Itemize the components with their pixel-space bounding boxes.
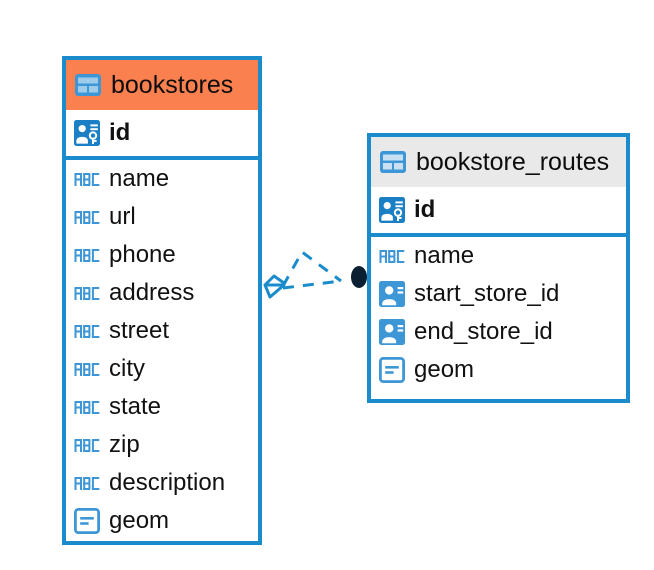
abc-text-icon [74, 286, 100, 300]
field-row-phone[interactable]: phone [66, 236, 258, 274]
field-label-state: state [109, 393, 162, 420]
field-label-street: street [109, 317, 170, 344]
field-row-url[interactable]: url [66, 198, 258, 236]
field-label-name: name [109, 165, 170, 192]
field-row-geom[interactable]: geom [371, 351, 626, 389]
field-row-zip[interactable]: zip [66, 426, 258, 464]
field-row-id[interactable]: id [371, 187, 626, 233]
field-row-description[interactable]: description [66, 464, 258, 502]
field-row-name[interactable]: name [371, 237, 626, 275]
foreign-key-icon [379, 281, 405, 307]
field-label-phone: phone [109, 241, 176, 268]
field-row-address[interactable]: address [66, 274, 258, 312]
field-label-geom: geom [109, 507, 170, 534]
relationship-lines [281, 249, 342, 290]
field-label-address: address [109, 279, 195, 306]
field-label-zip: zip [109, 431, 140, 458]
field-row-name[interactable]: name [66, 160, 258, 198]
field-list-bookstore-routes: name start_store_id [371, 237, 626, 389]
table-icon [75, 74, 101, 96]
abc-text-icon [74, 324, 100, 338]
field-label-url: url [109, 203, 136, 230]
field-label-city: city [109, 355, 145, 382]
primary-key-icon [379, 197, 405, 223]
geometry-icon [74, 508, 100, 534]
abc-text-icon [74, 362, 100, 376]
field-row-geom[interactable]: geom [66, 502, 258, 540]
field-list-bookstores: name url [66, 160, 258, 540]
field-row-start-store-id[interactable]: start_store_id [371, 275, 626, 313]
field-label-name: name [414, 242, 475, 269]
entity-table-bookstore-routes[interactable]: bookstore_routes id [367, 133, 630, 403]
primary-key-section-bookstores: id [66, 110, 258, 160]
entity-title-bookstores: bookstores [111, 70, 234, 99]
entity-header-bookstore-routes[interactable]: bookstore_routes [371, 137, 626, 187]
entity-table-bookstores[interactable]: bookstores id [62, 56, 262, 545]
abc-text-icon [74, 438, 100, 452]
abc-text-icon [74, 476, 100, 490]
abc-text-icon [379, 249, 405, 263]
field-label-id: id [109, 119, 131, 146]
field-label-end-store-id: end_store_id [414, 318, 553, 345]
abc-text-icon [74, 248, 100, 262]
entity-title-bookstore-routes: bookstore_routes [416, 147, 610, 176]
abc-text-icon [74, 400, 100, 414]
primary-key-icon [74, 120, 100, 146]
filled-circle-endpoint [351, 266, 367, 288]
field-row-state[interactable]: state [66, 388, 258, 426]
field-label-id: id [414, 196, 436, 223]
field-row-id[interactable]: id [66, 110, 258, 156]
geometry-icon [379, 357, 405, 383]
foreign-key-icon [379, 319, 405, 345]
abc-text-icon [74, 172, 100, 186]
entity-header-bookstores[interactable]: bookstores [66, 60, 258, 110]
field-label-geom: geom [414, 356, 475, 383]
primary-key-section-bookstore-routes: id [371, 187, 626, 237]
field-row-end-store-id[interactable]: end_store_id [371, 313, 626, 351]
diamond-crowsfoot-marker [263, 274, 286, 299]
field-row-city[interactable]: city [66, 350, 258, 388]
table-icon [380, 151, 406, 173]
field-label-description: description [109, 469, 226, 496]
abc-text-icon [74, 210, 100, 224]
field-row-street[interactable]: street [66, 312, 258, 350]
field-label-start-store-id: start_store_id [414, 280, 560, 307]
